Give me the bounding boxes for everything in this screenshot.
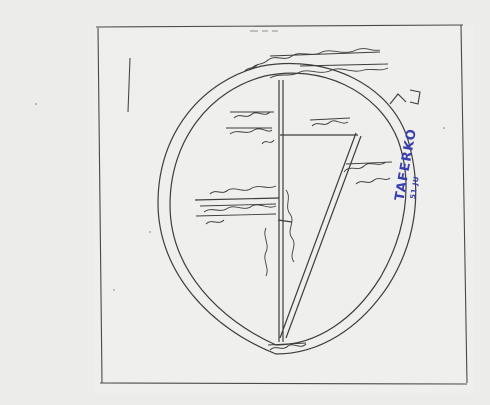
sheet-area — [94, 25, 474, 393]
